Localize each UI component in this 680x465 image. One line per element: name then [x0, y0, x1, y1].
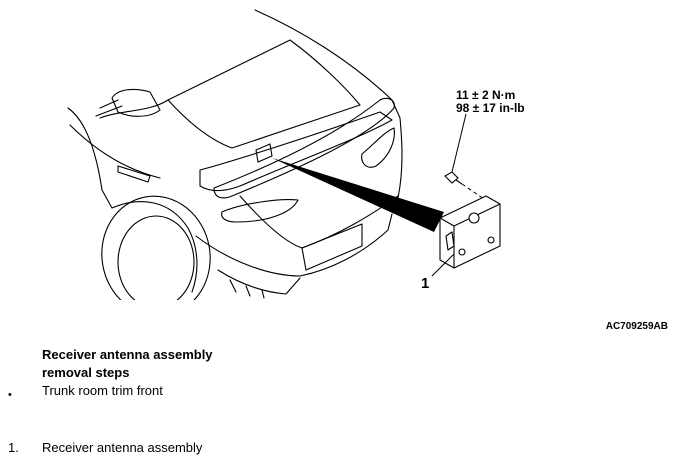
body-side: [67, 107, 198, 293]
removal-step: Receiver antenna assembly: [42, 440, 203, 455]
rear-bumper: [195, 213, 393, 277]
diffuser: [217, 269, 301, 295]
rear-spoiler: [213, 97, 395, 199]
c-pillar-left: [99, 99, 169, 119]
rear-wheel-arch: [101, 195, 211, 317]
tail-light-right: [361, 127, 395, 168]
trunk-lid: [199, 111, 393, 192]
callout-number: 1: [421, 275, 430, 292]
rear-window: [167, 39, 361, 149]
door-handle: [117, 165, 151, 183]
bullet-icon: •: [8, 389, 12, 401]
steps-heading-line1: Receiver antenna assembly: [42, 347, 213, 362]
steps-heading: Receiver antenna assembly removal steps: [42, 346, 213, 382]
exploded-view-diagram: 11 ± 2 N·m 98 ± 17 in-lb 1 AC709259AB: [67, 9, 668, 332]
mounting-bolt: [444, 171, 463, 185]
tail-light-left: [221, 199, 299, 223]
steps-heading-line2: removal steps: [42, 365, 130, 380]
pre-removal-step: Trunk room trim front: [42, 383, 163, 398]
receiver-antenna-assembly: [439, 195, 501, 269]
car-rear-illustration: [67, 9, 501, 317]
rear-wheel: [117, 215, 195, 309]
step-number: 1.: [8, 440, 19, 455]
torque-spec-inlb: 98 ± 17 in-lb: [456, 101, 525, 115]
antenna-mount-location: [255, 143, 273, 163]
torque-spec-nm: 11 ± 2 N·m: [456, 88, 516, 102]
side-line: [69, 124, 161, 179]
license-plate-recess: [301, 223, 363, 271]
mirror: [111, 88, 161, 117]
leader-wedge: [272, 158, 444, 232]
bolt-dashed-line: [461, 183, 485, 200]
torque-leader: [451, 113, 467, 173]
callout-leader: [431, 253, 455, 277]
roof-outline: [254, 9, 403, 199]
figure-code: AC709259AB: [605, 321, 668, 332]
